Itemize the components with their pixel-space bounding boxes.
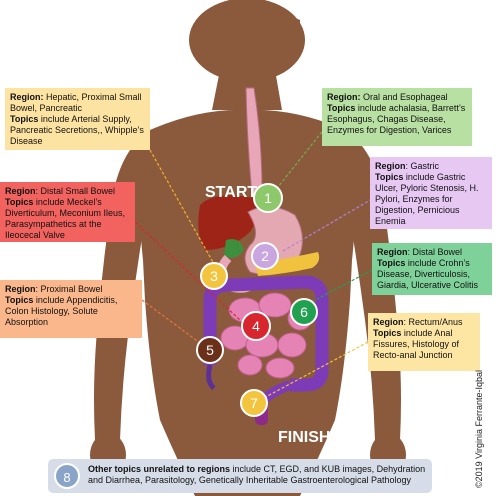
other-topics-text: include CT, EGD, and KUB images, Dehydra… bbox=[88, 464, 426, 485]
distal-small-topics-label: Topics bbox=[5, 197, 34, 207]
marker-6-num: 6 bbox=[300, 304, 308, 320]
liver bbox=[198, 195, 258, 250]
gastric-box: Region: Gastric Topics include Gastric U… bbox=[370, 157, 492, 229]
marker-3-num: 3 bbox=[210, 268, 218, 284]
leader-lines bbox=[134, 127, 373, 401]
marker-5: 5 bbox=[196, 336, 224, 364]
marker-1-num: 1 bbox=[264, 190, 272, 206]
rectum-box: Region: Rectum/Anus Topics include Anal … bbox=[368, 313, 480, 371]
marker-5-num: 5 bbox=[206, 342, 214, 358]
other-topics-bold: Other topics unrelated to regions bbox=[88, 464, 231, 474]
oral-topics: include achalasia, Barrett’s Esophagus, … bbox=[327, 103, 466, 135]
oral-region-label: Region: bbox=[327, 92, 361, 102]
distal-bowel-topics: include Crohn’s Disease, Diverticulosis,… bbox=[377, 258, 479, 290]
marker-6: 6 bbox=[290, 298, 318, 326]
gastric-topics-label: Topics bbox=[375, 172, 404, 182]
gastric-region: : Gastric bbox=[405, 161, 440, 171]
hepatic-topics-label: Topics bbox=[10, 114, 39, 124]
distal-bowel-region: : Distal Bowel bbox=[407, 247, 463, 257]
marker-4: 4 bbox=[241, 311, 271, 341]
distal-small-box: Region: Distal Small Bowel Topics includ… bbox=[0, 182, 135, 242]
distal-bowel-topics-label: Topics bbox=[377, 258, 406, 268]
copyright: ©2019 Virginia Ferrante-Iqbal bbox=[474, 369, 484, 488]
region-markers: 1 2 3 4 5 6 7 bbox=[196, 183, 318, 417]
proximal-bowel-topics: include Appendicitis, Colon Histology, S… bbox=[5, 295, 118, 327]
other-topics-note: Other topics unrelated to regions includ… bbox=[48, 459, 432, 493]
proximal-bowel-box: Region: Proximal Bowel Topics include Ap… bbox=[0, 280, 142, 338]
marker-1: 1 bbox=[253, 183, 283, 213]
rectum-region: : Rectum/Anus bbox=[403, 317, 463, 327]
finish-label: FINISH bbox=[278, 429, 330, 446]
gastric-topics: include Gastric Ulcer, Pyloric Stenosis,… bbox=[375, 172, 479, 226]
hepatic-region: Hepatic, Proximal Small Bowel, Pancreati… bbox=[10, 92, 142, 113]
distal-small-region: : Distal Small Bowel bbox=[35, 186, 116, 196]
oral-box: Region: Oral and Esophageal Topics inclu… bbox=[322, 88, 472, 146]
oral-topics-label: Topics bbox=[327, 103, 356, 113]
marker-2: 2 bbox=[251, 242, 279, 270]
marker-8: 8 bbox=[54, 463, 80, 489]
marker-4-num: 4 bbox=[252, 318, 260, 334]
oral-region: Oral and Esophageal bbox=[363, 92, 448, 102]
marker-3: 3 bbox=[200, 262, 228, 290]
appendix bbox=[206, 364, 216, 390]
marker-7-num: 7 bbox=[250, 395, 258, 411]
pancreas bbox=[255, 252, 320, 276]
distal-small-region-label: Region bbox=[5, 186, 36, 196]
marker-2-num: 2 bbox=[261, 248, 269, 264]
distal-bowel-box: Region: Distal Bowel Topics include Croh… bbox=[372, 243, 492, 295]
distal-small-topics: include Meckel’s Diverticulum, Meconium … bbox=[5, 197, 126, 240]
hepatic-topics: include Arterial Supply, Pancreatic Secr… bbox=[10, 114, 144, 146]
rectum-region-label: Region bbox=[373, 317, 404, 327]
marker-7: 7 bbox=[240, 389, 268, 417]
gastric-region-label: Region bbox=[375, 161, 406, 171]
hepatic-region-label: Region: bbox=[10, 92, 44, 102]
distal-bowel-region-label: Region bbox=[377, 247, 408, 257]
proximal-bowel-region-label: Region bbox=[5, 284, 36, 294]
rectum-topics: include Anal Fissures, Histology of Rect… bbox=[373, 328, 460, 360]
hepatic-box: Region: Hepatic, Proximal Small Bowel, P… bbox=[5, 88, 150, 150]
start-label: START bbox=[205, 184, 257, 201]
proximal-bowel-topics-label: Topics bbox=[5, 295, 34, 305]
rectum-topics-label: Topics bbox=[373, 328, 402, 338]
proximal-bowel-region: : Proximal Bowel bbox=[35, 284, 103, 294]
gallbladder bbox=[224, 239, 244, 258]
